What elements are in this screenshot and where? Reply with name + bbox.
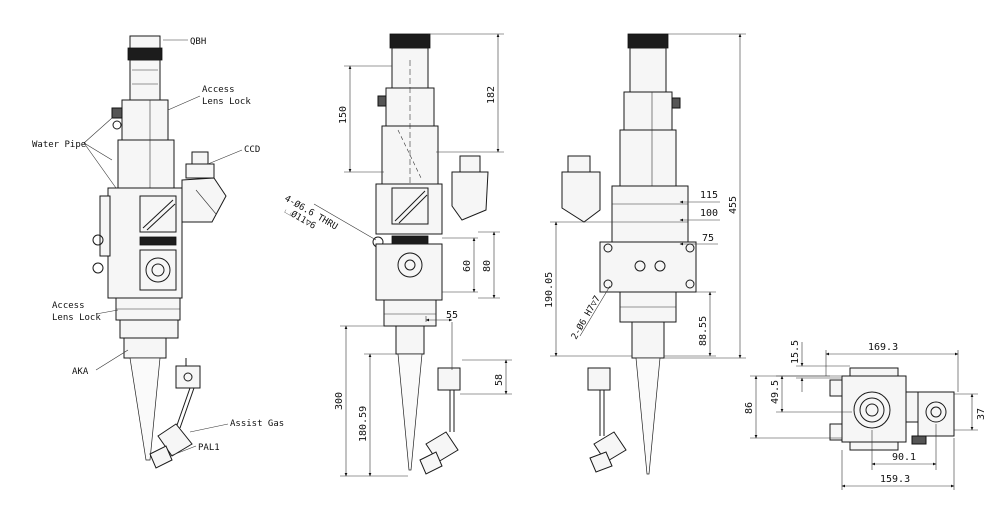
label-qbh: QBH [190,37,206,47]
dim-60: 60 [462,260,473,272]
dim-86: 86 [744,402,755,414]
dim-300: 300 [334,392,345,410]
label-access-top-2: Lens Lock [202,97,251,107]
dim-88-55: 88.55 [698,316,709,346]
dim-100: 100 [700,208,718,219]
dim-15-5: 15.5 [790,340,801,364]
dim-150: 150 [338,106,349,124]
dim-159-3: 159.3 [880,474,910,485]
label-aka: AKA [72,367,89,377]
dim-80: 80 [482,260,493,272]
assist-gas-arm [149,358,201,469]
label-access-bottom-1: Access [52,301,85,311]
thread-note: 2-Ø6 H7▽7 [569,294,603,342]
qbh-connector [127,35,163,101]
main-body [92,187,183,299]
label-water-pipe: Water Pipe [32,140,86,150]
front-view: 150 182 4-Ø6.6 THRU ⌴Ø11▽6 60 80 55 58 [283,33,512,477]
dim-180-59: 180.59 [358,406,369,442]
isometric-view: QBH Access Lens Lock Water Pipe CCD Acce… [32,35,284,469]
dim-90-1: 90.1 [892,452,916,463]
dim-182: 182 [486,86,497,104]
dim-37: 37 [976,408,987,420]
bottom-body [829,367,955,451]
bottom-view: 169.3 15.5 49.5 86 37 90.1 159.3 [744,340,987,490]
dim-55: 55 [446,310,458,321]
dim-75: 75 [702,233,714,244]
side-view: 115 100 75 455 190.05 2-Ø6 H7▽7 88.55 [544,33,746,475]
label-access-top-1: Access [202,85,235,95]
upper-module [111,99,175,189]
dim-169-3: 169.3 [868,342,898,353]
dim-190-05: 190.05 [544,272,555,308]
dim-49-5: 49.5 [770,380,781,404]
front-body [372,33,489,475]
label-access-bottom-2: Lens Lock [52,313,101,323]
label-pal1: PAL1 [198,443,220,453]
dim-58: 58 [494,374,505,386]
dim-455: 455 [728,196,739,214]
side-body [561,33,697,475]
dim-115: 115 [700,190,718,201]
label-ccd: CCD [244,145,260,155]
lower-module [115,297,181,461]
label-assist-gas: Assist Gas [230,419,284,429]
ccd-module [181,151,227,223]
